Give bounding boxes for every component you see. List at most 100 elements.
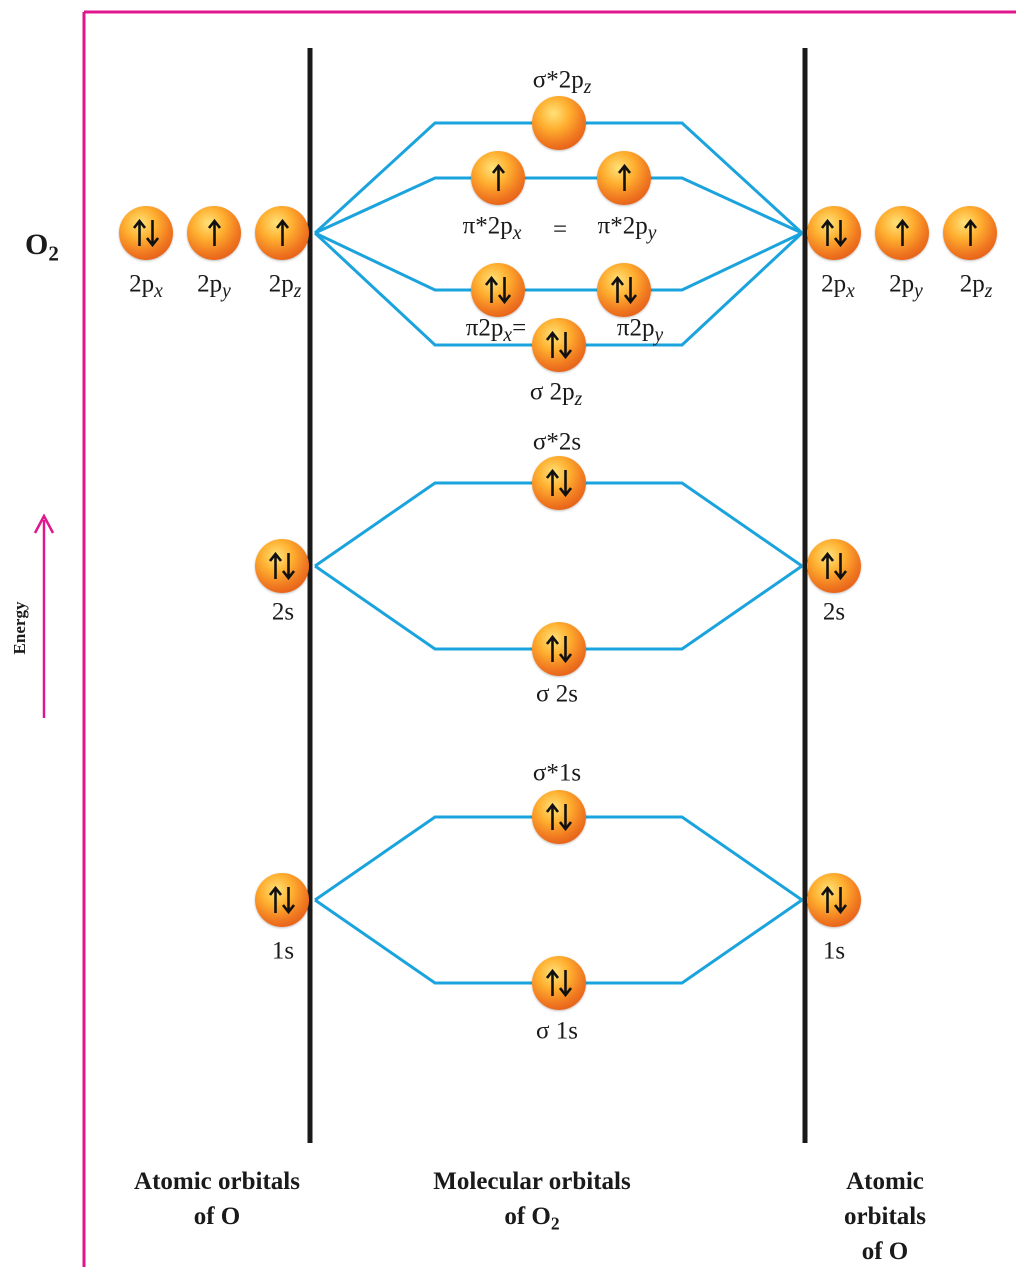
electron-arrows bbox=[807, 206, 861, 260]
label-sigma-star-2pz: σ*2pz bbox=[532, 66, 592, 98]
electron-spin-up-arrow bbox=[895, 219, 909, 246]
label-sigma-star-1s: σ*1s bbox=[532, 759, 582, 787]
orbital-sigma-star-1s bbox=[532, 790, 586, 844]
electron-arrows bbox=[532, 790, 586, 844]
label-left-2s: 2s bbox=[271, 598, 295, 626]
footer-left-atomic: Atomic orbitals of O bbox=[134, 1168, 300, 1230]
electron-arrows bbox=[597, 263, 651, 317]
footer-molecular: Molecular orbitals of O2 bbox=[433, 1168, 631, 1234]
electron-spin-up-arrow bbox=[821, 886, 834, 913]
electron-spin-up-arrow bbox=[133, 219, 146, 246]
orbital-pi-2py bbox=[597, 263, 651, 317]
energy-arrow bbox=[33, 513, 55, 718]
footer-right-atomic: Atomic orbitals of O bbox=[844, 1168, 926, 1265]
label-left-2px: 2px bbox=[129, 270, 163, 302]
electron-arrows bbox=[471, 263, 525, 317]
electron-spin-up-arrow bbox=[546, 331, 559, 358]
orbital-pi-star-2py bbox=[597, 151, 651, 205]
label-right-1s: 1s bbox=[822, 937, 846, 965]
label-left-1s: 1s bbox=[271, 937, 295, 965]
label-right-2px: 2px bbox=[821, 270, 855, 302]
electron-arrows bbox=[255, 539, 309, 593]
electron-spin-up-arrow bbox=[485, 276, 498, 303]
orbital-pi-star-2px bbox=[471, 151, 525, 205]
label-left-2pz: 2pz bbox=[268, 270, 302, 302]
orbital-left-2pz bbox=[255, 206, 309, 260]
label-sigma-star-2s: σ*2s bbox=[532, 428, 582, 456]
connector-pi-star-2p bbox=[314, 176, 803, 235]
electron-arrows bbox=[532, 956, 586, 1010]
orbital-left-2py bbox=[187, 206, 241, 260]
label-left-2py: 2py bbox=[197, 270, 231, 302]
label-right-2py: 2py bbox=[889, 270, 923, 302]
electron-spin-down-arrow bbox=[282, 553, 295, 580]
electron-spin-up-arrow bbox=[611, 276, 624, 303]
electron-spin-up-arrow bbox=[546, 803, 559, 830]
electron-spin-up-arrow bbox=[821, 219, 834, 246]
electron-arrows bbox=[255, 206, 309, 260]
electron-arrows bbox=[807, 539, 861, 593]
electron-spin-down-arrow bbox=[498, 277, 511, 304]
electron-spin-up-arrow bbox=[269, 886, 282, 913]
electron-spin-down-arrow bbox=[834, 553, 847, 580]
electron-arrows bbox=[807, 873, 861, 927]
electron-arrows bbox=[532, 456, 586, 510]
electron-arrows bbox=[532, 622, 586, 676]
orbital-sigma-1s bbox=[532, 956, 586, 1010]
label-right-2s: 2s bbox=[822, 598, 846, 626]
label-pi-2py: π2py bbox=[616, 314, 664, 346]
electron-spin-down-arrow bbox=[559, 636, 572, 663]
label-right-2pz: 2pz bbox=[959, 270, 993, 302]
molecule-label: O2 bbox=[25, 228, 59, 266]
orbital-sigma-2s bbox=[532, 622, 586, 676]
electron-arrows bbox=[255, 873, 309, 927]
electron-spin-up-arrow bbox=[207, 219, 221, 246]
electron-spin-down-arrow bbox=[559, 804, 572, 831]
electron-spin-down-arrow bbox=[624, 277, 637, 304]
orbital-right-2s bbox=[807, 539, 861, 593]
label-sigma-1s: σ 1s bbox=[536, 1017, 578, 1045]
electron-arrows bbox=[532, 318, 586, 372]
electron-arrows bbox=[187, 206, 241, 260]
electron-arrows bbox=[597, 151, 651, 205]
electron-spin-down-arrow bbox=[559, 470, 572, 497]
orbital-sigma-star-2pz bbox=[532, 96, 586, 150]
electron-spin-down-arrow bbox=[834, 220, 847, 247]
orbital-sigma-star-2s bbox=[532, 456, 586, 510]
connector-pi-2p bbox=[314, 231, 803, 292]
label-sigma-2s: σ 2s bbox=[536, 680, 578, 708]
electron-spin-up-arrow bbox=[275, 219, 289, 246]
electron-spin-up-arrow bbox=[546, 635, 559, 662]
electron-spin-up-arrow bbox=[617, 164, 631, 191]
electron-spin-down-arrow bbox=[559, 332, 572, 359]
label-pi-2px: π2px= bbox=[465, 314, 527, 346]
orbital-right-2px bbox=[807, 206, 861, 260]
electron-arrows bbox=[943, 206, 997, 260]
electron-arrows bbox=[119, 206, 173, 260]
label-sigma-2pz: σ 2pz bbox=[529, 378, 583, 410]
label-pi-star-2py: π*2py bbox=[597, 212, 657, 244]
electron-spin-down-arrow bbox=[146, 220, 159, 247]
electron-spin-up-arrow bbox=[546, 969, 559, 996]
orbital-right-2py bbox=[875, 206, 929, 260]
orbital-right-2pz bbox=[943, 206, 997, 260]
electron-spin-down-arrow bbox=[834, 887, 847, 914]
orbital-sigma-2pz bbox=[532, 318, 586, 372]
electron-spin-up-arrow bbox=[491, 164, 505, 191]
electron-arrows bbox=[875, 206, 929, 260]
orbital-right-1s bbox=[807, 873, 861, 927]
orbital-left-2px bbox=[119, 206, 173, 260]
label-pi-star-2px: π*2px bbox=[462, 212, 522, 244]
orbital-pi-2px bbox=[471, 263, 525, 317]
electron-spin-up-arrow bbox=[546, 469, 559, 496]
electron-spin-up-arrow bbox=[821, 552, 834, 579]
electron-arrows bbox=[471, 151, 525, 205]
electron-spin-down-arrow bbox=[559, 970, 572, 997]
electron-spin-up-arrow bbox=[963, 219, 977, 246]
orbital-left-1s bbox=[255, 873, 309, 927]
electron-spin-down-arrow bbox=[282, 887, 295, 914]
electron-arrows bbox=[532, 96, 586, 150]
label-pi-star-equals: = bbox=[552, 216, 568, 243]
electron-spin-up-arrow bbox=[269, 552, 282, 579]
energy-axis-label: Energy bbox=[10, 601, 29, 655]
